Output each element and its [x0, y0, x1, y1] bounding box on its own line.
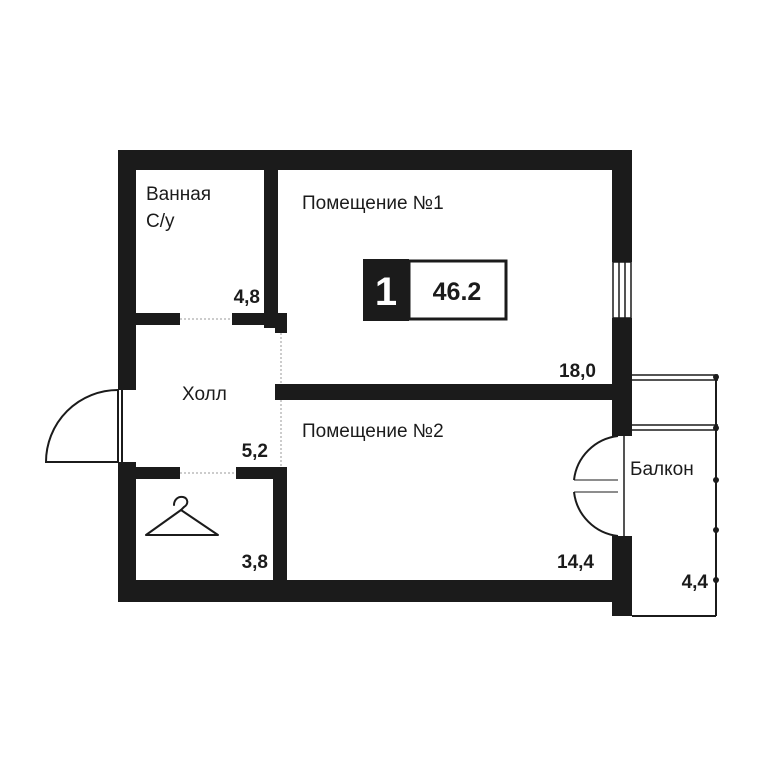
- doorway-lines: [180, 318, 282, 474]
- window-room1: [612, 261, 632, 319]
- hanger-icon: [145, 495, 219, 536]
- exterior-walls: [118, 150, 632, 616]
- room1-name: Помещение №1: [302, 193, 444, 214]
- door-icon: [44, 389, 123, 463]
- balcony-outline: [623, 374, 718, 617]
- room2-name: Помещение №2: [302, 421, 444, 442]
- balcony-door: [573, 435, 619, 537]
- room-count-badge: 1 46.2: [363, 259, 508, 321]
- room2-area: 14,4: [557, 552, 594, 573]
- badge-room-count: 1: [375, 270, 397, 314]
- room1-area: 18,0: [559, 361, 596, 382]
- balcony-area: 4,4: [682, 572, 709, 593]
- bathroom-area: 4,8: [234, 287, 260, 308]
- bathroom-name-line2: С/у: [146, 211, 175, 232]
- balcony-name: Балкон: [630, 459, 694, 480]
- hall-name: Холл: [182, 384, 227, 405]
- bathroom-name-line1: Ванная: [146, 184, 211, 205]
- hall-area: 5,2: [242, 441, 268, 462]
- interior-walls: [136, 150, 615, 592]
- closet-area: 3,8: [242, 552, 268, 573]
- badge-total-area: 46.2: [433, 278, 482, 306]
- balcony-posts: [713, 374, 719, 583]
